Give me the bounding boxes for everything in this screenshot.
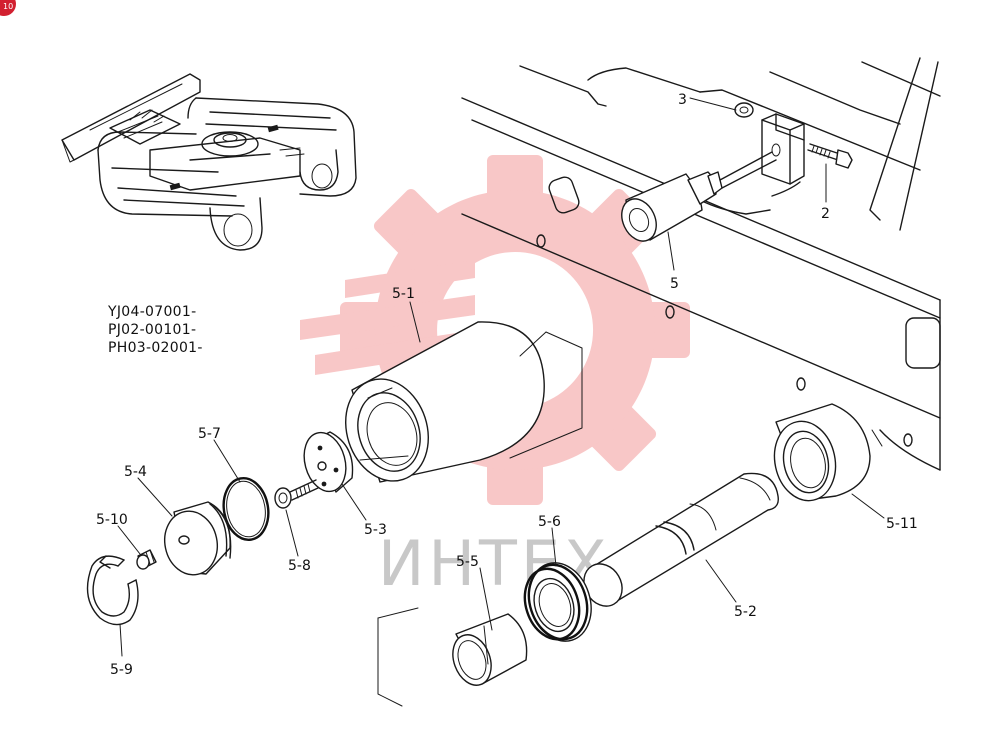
- part-5-1-roller: [345, 321, 545, 483]
- seal-assembly-outline-box: [377, 607, 419, 707]
- serial-number-1: YJ04-07001-: [107, 304, 196, 320]
- part-5-5-bushing: [452, 613, 528, 686]
- serial-number-2: PJ02-00101-: [108, 322, 196, 338]
- part-5-adjuster: [621, 151, 777, 242]
- label-part-5-3: 5-3: [364, 522, 387, 538]
- serial-number-list: YJ04-07001- PJ02-00101- PH03-02001-: [107, 304, 203, 356]
- label-part-5-8: 5-8: [288, 558, 311, 574]
- label-part-5-1: 5-1: [392, 286, 415, 302]
- part-5-6-floating-seal: [523, 562, 592, 642]
- label-part-5-5: 5-5: [456, 554, 479, 570]
- label-part-5-7: 5-7: [198, 426, 221, 442]
- part-5-11-bushing: [773, 403, 871, 502]
- label-part-5-4: 5-4: [124, 464, 147, 480]
- part-3-nut: [734, 102, 754, 118]
- leader-lines: [117, 97, 885, 657]
- part-5-2-shaft: [583, 472, 779, 607]
- mounting-bracket: [761, 113, 805, 185]
- part-labels: 3 2 5 5-1 5-7 5-4 5-3 5-10 5-8 5-9 5-6 5…: [96, 92, 918, 678]
- part-5-10-plug: [136, 549, 157, 570]
- label-part-5-10: 5-10: [96, 512, 128, 528]
- part-5-7-o-ring: [222, 477, 270, 541]
- label-part-5-9: 5-9: [110, 662, 133, 678]
- part-5-1-outline-box: [509, 331, 583, 459]
- corner-badge-text: 10: [3, 2, 13, 11]
- label-part-5-2: 5-2: [734, 604, 757, 620]
- part-5-9-snap-ring: [86, 555, 139, 626]
- label-part-2: 2: [821, 206, 830, 222]
- part-5-4-end-cap: [164, 501, 232, 576]
- part-5-3-cover-plate: [303, 431, 354, 493]
- part-2-bolt: [807, 143, 853, 169]
- label-part-5: 5: [670, 276, 679, 292]
- inset-undercarriage-illustration: [61, 73, 357, 251]
- label-part-5-6: 5-6: [538, 514, 561, 530]
- label-part-5-11: 5-11: [886, 516, 918, 532]
- part-5-8-screw: [274, 479, 319, 509]
- serial-number-3: PH03-02001-: [108, 340, 203, 356]
- corner-badge: 10: [0, 0, 16, 16]
- label-part-3: 3: [678, 92, 687, 108]
